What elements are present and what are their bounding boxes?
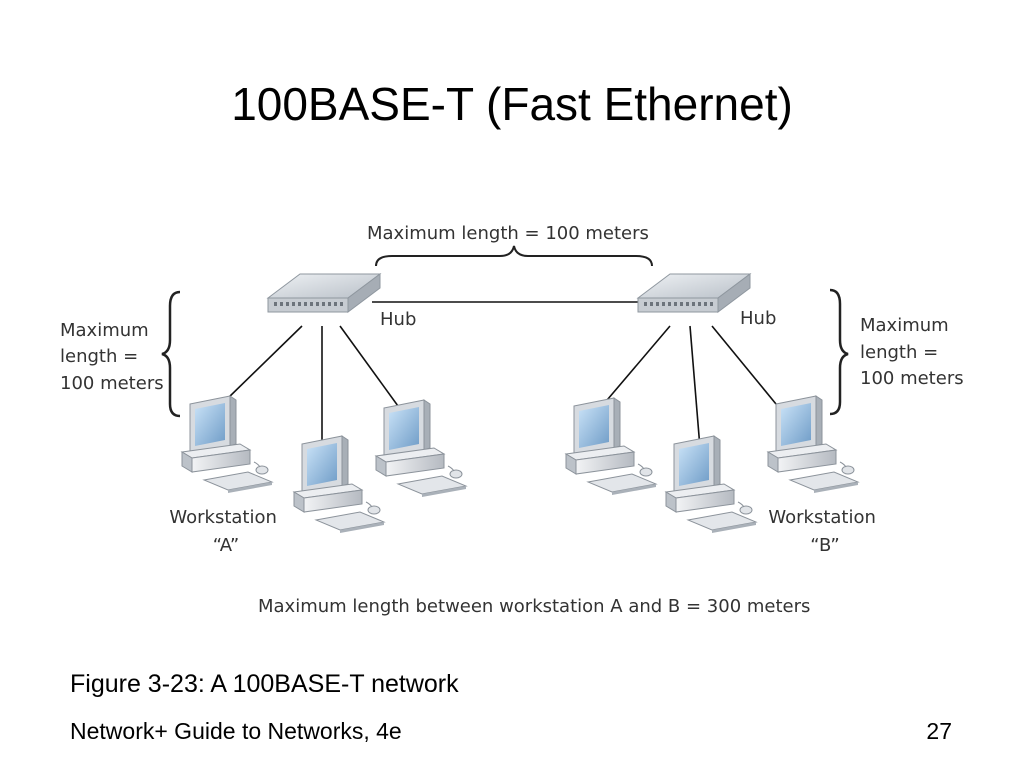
figure-caption: Figure 3-23: A 100BASE-T network xyxy=(70,670,459,698)
hub-right-icon xyxy=(637,273,751,313)
top-brace xyxy=(375,245,653,267)
right-brace xyxy=(829,288,849,416)
hub-left-label: Hub xyxy=(380,309,416,330)
workstation-right-middle-icon xyxy=(665,435,757,534)
cable-right-1 xyxy=(601,325,671,407)
page-number: 27 xyxy=(926,718,952,744)
slide-title: 100BASE-T (Fast Ethernet) xyxy=(231,78,793,130)
workstation-b-icon xyxy=(767,395,859,494)
left-brace xyxy=(161,290,181,418)
cable-right-3 xyxy=(711,325,777,405)
workstation-right-left-icon xyxy=(565,397,657,496)
left-span-label: Maximum length = 100 meters xyxy=(60,320,164,394)
workstation-left-right-icon xyxy=(375,399,467,498)
workstation-left-middle-icon xyxy=(293,435,385,534)
hub-right-label: Hub xyxy=(740,308,776,329)
top-span-label: Maximum length = 100 meters xyxy=(367,223,649,244)
workstation-b-label: Workstation “B” xyxy=(768,507,881,556)
hub-left-icon xyxy=(267,273,381,313)
cable-right-2 xyxy=(689,325,701,449)
cable-left-3 xyxy=(339,325,399,407)
footer-book-title: Network+ Guide to Networks, 4e xyxy=(70,718,402,744)
bottom-span-label: Maximum length between workstation A and… xyxy=(258,596,810,617)
workstation-a-label: Workstation “A” xyxy=(169,507,282,556)
right-span-label: Maximum length = 100 meters xyxy=(860,315,964,389)
cable-left-1 xyxy=(225,325,303,401)
workstation-a-icon xyxy=(181,395,273,494)
